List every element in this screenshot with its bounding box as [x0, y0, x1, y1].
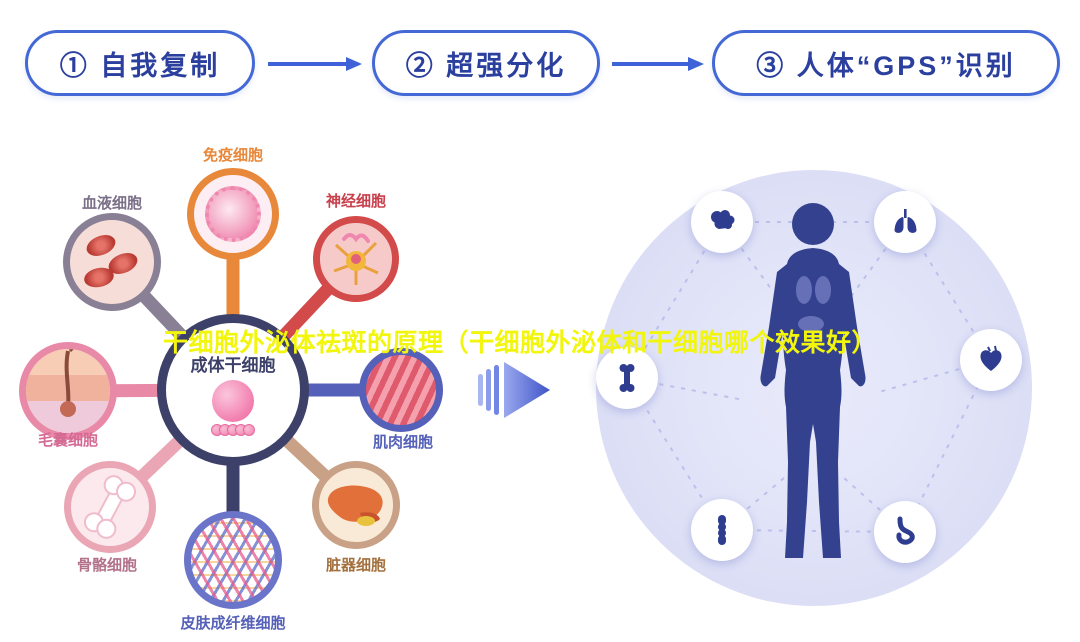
- nerve-cell-label: 神经细胞: [325, 193, 386, 210]
- organ-cell-circle: [312, 461, 400, 549]
- blood-cell-circle: [63, 213, 161, 311]
- bone-cell-label: 骨骼细胞: [76, 557, 137, 574]
- brain-icon: [711, 210, 735, 229]
- adult-stem-cell-label: 成体干细胞: [190, 355, 276, 375]
- stem-cell-cluster-art: [211, 423, 255, 436]
- step-2-label: ② 超强分化: [405, 50, 567, 81]
- step-pill-gps-recognition: ③ 人体“GPS”识别: [712, 30, 1060, 96]
- organ-node-lungs: [874, 191, 936, 253]
- muscle-cell-label: 肌肉细胞: [372, 434, 433, 451]
- stem-cell-art: [212, 379, 254, 422]
- step-3-label: ③ 人体“GPS”识别: [756, 50, 1016, 81]
- liver-art: [327, 485, 383, 526]
- human-body-diagram: [594, 170, 1034, 610]
- step-1-label: ① 自我复制: [59, 50, 221, 81]
- skin-fibroblast-circle: [184, 511, 282, 609]
- organ-node-stomach: [874, 501, 936, 563]
- stomach-icon: [896, 516, 915, 545]
- immune-cell-circle: [187, 168, 279, 260]
- organ-cell-label: 脏器细胞: [325, 557, 386, 574]
- arrow-right-icon: [612, 57, 704, 71]
- step-pill-differentiation: ② 超强分化: [372, 30, 600, 96]
- blood-cell-label: 血液细胞: [81, 195, 142, 212]
- organ-node-bone: [596, 347, 658, 409]
- human-silhouette: [760, 203, 866, 558]
- heart-icon: [980, 345, 1002, 371]
- stem-cell-diagram: 成体干细胞 免疫细胞 血液细胞 神经细胞 毛囊细胞 肌肉细胞 骨骼细胞 脏器细胞…: [19, 140, 480, 642]
- immune-cell-art: [205, 186, 261, 242]
- neuron-art: [333, 233, 379, 285]
- organ-node-heart: [960, 329, 1022, 391]
- bone-icon: [619, 364, 635, 392]
- muscle-cell-circle: [359, 348, 443, 432]
- immune-cell-label: 免疫细胞: [202, 147, 263, 164]
- step-pill-self-replication: ① 自我复制: [25, 30, 255, 96]
- organ-node-knee-joint: [691, 499, 753, 561]
- lungs-icon: [894, 209, 917, 233]
- hair-follicle-circle: [19, 342, 117, 440]
- skin-fibroblast-cell-label: 皮肤成纤维细胞: [180, 615, 286, 632]
- adult-stem-cell-circle: 成体干细胞: [157, 314, 309, 466]
- red-blood-cell-art: [83, 231, 119, 260]
- knee-joint-icon: [718, 515, 726, 545]
- bone-cell-circle: [64, 461, 156, 553]
- transform-arrow-icon: [478, 360, 552, 425]
- organ-node-brain: [691, 191, 753, 253]
- bone-art: [83, 475, 137, 539]
- hair-follicle-cell-label: 毛囊细胞: [37, 432, 98, 449]
- hair-follicle-art: [26, 349, 110, 433]
- nerve-cell-circle: [313, 216, 399, 302]
- page-title: 干细胞外泌体祛斑的原理（干细胞外泌体和干细胞哪个效果好）: [163, 329, 878, 357]
- arrow-right-icon: [268, 57, 362, 71]
